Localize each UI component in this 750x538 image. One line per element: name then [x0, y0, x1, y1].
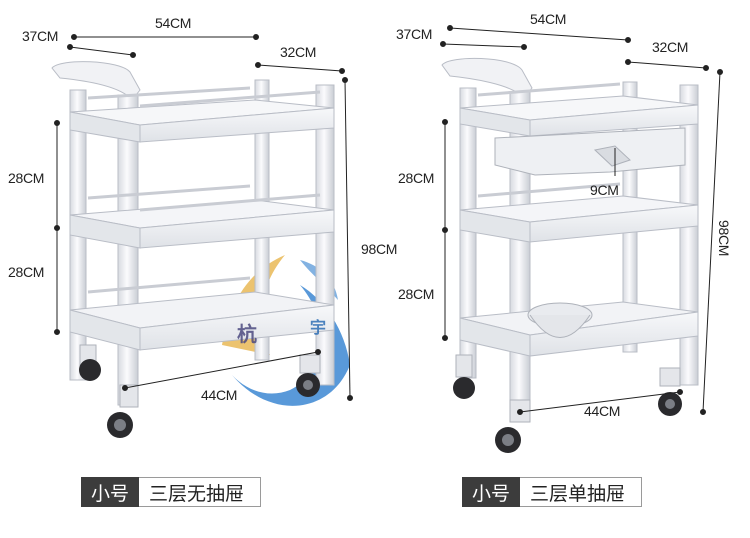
label-top-length-right: 54CM [530, 11, 567, 27]
caster-wheels [79, 344, 321, 438]
drawer [494, 127, 686, 176]
watermark-char-2: 宇 [310, 318, 327, 337]
label-side-right: 32CM [652, 39, 689, 55]
watermark-char-1: 杭 [237, 322, 257, 346]
shelf-middle [69, 184, 335, 249]
label-tier-gap-1-left: 28CM [8, 170, 45, 186]
shelf-middle-r [459, 182, 699, 243]
shelf-top [69, 86, 335, 143]
label-tier-gap-1-right: 28CM [398, 170, 435, 186]
caption-tag-right: 小号 [462, 477, 521, 507]
label-drawer-height-right: 9CM [590, 182, 619, 198]
shelf-bottom [69, 276, 335, 351]
label-height-right: 98CM [716, 220, 732, 257]
label-tier-gap-2-left: 28CM [8, 264, 45, 280]
caption-name-right: 三层单抽屉 [520, 477, 643, 507]
label-tier-gap-2-right: 28CM [398, 286, 435, 302]
label-side-left: 32CM [280, 44, 317, 60]
label-top-length-left: 54CM [155, 15, 192, 31]
cart-left [51, 61, 335, 438]
label-bottom-length-right: 44CM [584, 403, 621, 419]
cart-right [441, 57, 699, 453]
caption-left: 小号 三层无抽屉 [81, 477, 262, 507]
shelf-bottom-r [459, 301, 699, 357]
shelf-top-r [459, 82, 699, 137]
label-height-left: 98CM [361, 241, 398, 257]
caption-right: 小号 三层单抽屉 [462, 477, 643, 507]
dimension-lines [54, 25, 723, 415]
caster-wheels-r [453, 354, 682, 453]
caption-tag-left: 小号 [81, 477, 140, 507]
label-bottom-length-left: 44CM [201, 387, 238, 403]
label-depth-left: 37CM [22, 28, 59, 44]
caption-name-left: 三层无抽屉 [139, 477, 262, 507]
label-depth-right: 37CM [396, 26, 433, 42]
